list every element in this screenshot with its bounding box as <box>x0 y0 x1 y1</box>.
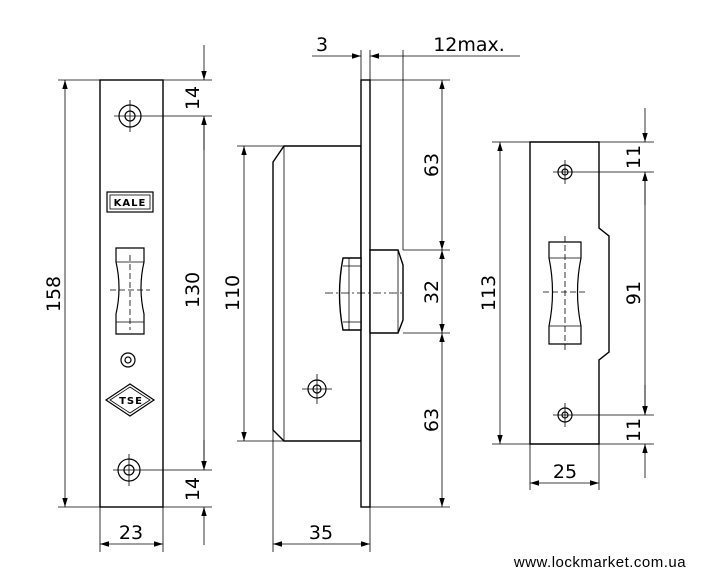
strike-opening <box>543 236 587 350</box>
cylinder-knob <box>325 257 403 331</box>
dim-case-height: 110 <box>222 275 244 311</box>
dim-strike-bottom-offset: 11 <box>623 418 645 442</box>
dim-strike-overall-height: 113 <box>478 275 500 311</box>
strike-top-screw <box>553 160 577 184</box>
dim-bottom-offset: 14 <box>182 477 204 501</box>
top-screw-hole <box>114 100 146 132</box>
dim-backset: 35 <box>309 522 333 544</box>
front-view: KALE TSE <box>43 45 212 552</box>
small-screw <box>120 352 136 368</box>
faceplate-side <box>360 79 371 508</box>
dim-faceplate-thickness: 3 <box>316 34 328 56</box>
dim-overall-height: 158 <box>43 276 65 312</box>
dim-bolt-projection: 12max. <box>433 34 505 56</box>
strike-plate-view: 113 11 91 11 25 <box>478 108 654 490</box>
bolt-window <box>110 247 150 335</box>
dim-strike-screw-spacing: 91 <box>623 281 645 305</box>
case-screw-hole <box>302 374 332 404</box>
tse-logo: TSE <box>104 383 156 417</box>
faceplate-outline <box>99 79 164 508</box>
kale-logo: KALE <box>106 191 154 213</box>
side-view: 3 12max. 110 63 32 63 35 <box>222 34 520 552</box>
tse-logo-text: TSE <box>119 396 143 407</box>
dim-plate-width: 23 <box>119 522 143 544</box>
strike-bottom-screw <box>553 403 577 427</box>
dim-strike-width: 25 <box>553 461 577 483</box>
dim-screw-spacing: 130 <box>182 272 204 308</box>
bottom-screw-hole <box>113 454 145 486</box>
dim-strike-top-offset: 11 <box>623 145 645 169</box>
website-label: www.lockmarket.com.ua <box>513 554 686 571</box>
strike-plate-outline <box>529 141 610 445</box>
dim-bolt-height: 32 <box>421 280 443 304</box>
dim-top-to-bolt: 63 <box>421 153 443 177</box>
dim-bolt-to-bottom: 63 <box>421 408 443 432</box>
dim-top-offset: 14 <box>182 86 204 110</box>
kale-logo-text: KALE <box>114 198 147 209</box>
